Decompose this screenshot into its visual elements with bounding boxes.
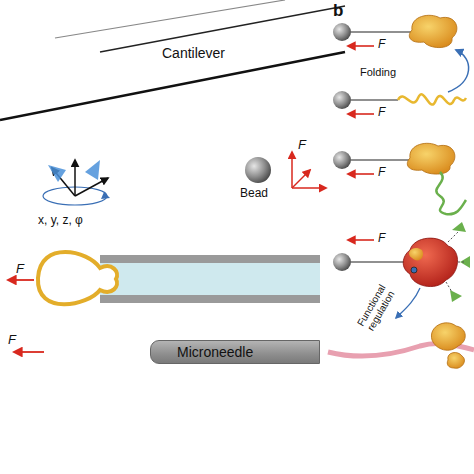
microneedle-box: Microneedle [150,340,320,364]
force-label: F [16,262,24,276]
bead [245,157,271,183]
micropipette [8,252,320,304]
force-label: F [298,138,306,152]
process-label: Functional regulation [351,276,401,341]
panel-b [328,15,474,368]
force-label: F [378,38,385,51]
force-label: F [378,166,385,179]
cantilever-box: Cantilever [160,44,229,62]
force-label: F [378,106,385,119]
process-label: Folding [360,66,396,78]
axis-label: x, y, z, φ [38,214,83,227]
force-label: F [8,333,16,347]
cantilever-drawing [0,0,345,120]
force-axes [292,152,326,188]
node-label: Microneedle [177,344,285,360]
bead-label: Bead [240,187,268,200]
node-label: Cantilever [162,45,227,61]
force-label: F [378,232,385,245]
axes-icon [43,160,110,205]
panel-letter: b [333,2,343,21]
force-arrow [14,351,44,353]
